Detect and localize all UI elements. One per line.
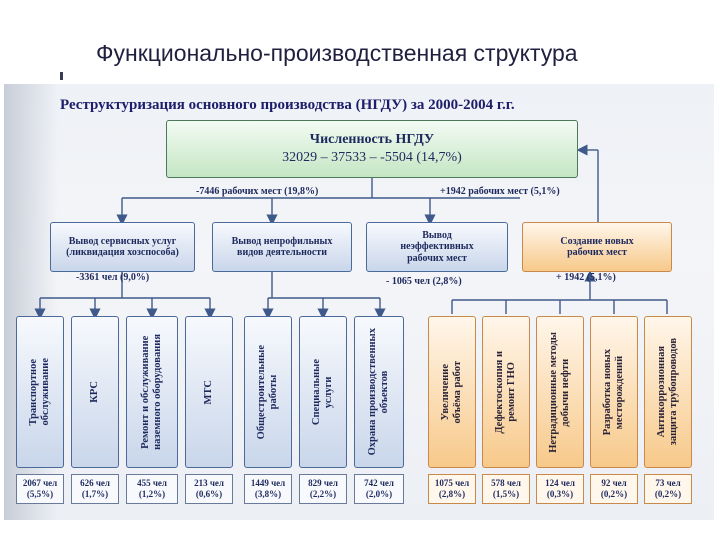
diagram-subtitle: Реструктуризация основного производства … (60, 97, 515, 113)
mid-box-line: видов деятельности (237, 247, 327, 258)
headcount-title: Численность НГДУ (309, 131, 435, 147)
mid-box-line: Вывод непрофильных (231, 235, 333, 247)
column-label: объектов (379, 370, 390, 414)
column-count: 1075 чел(2,8%) (428, 474, 476, 504)
mid-box-line: (ликвидация хозспособа) (66, 247, 179, 258)
headcount-values: 32029 – 37533 – -5504 (14,7%) (282, 150, 462, 165)
column-label: обслуживание (40, 358, 51, 426)
mid-box-inefficient: Вывод неэффективных рабочих мест (366, 222, 508, 272)
mid-box-service: Вывод сервисных услуг (ликвидация хозспо… (50, 222, 195, 272)
mid-box-noncore: Вывод непрофильных видов деятельности (212, 222, 352, 272)
column-count: 1449 чел(3,8%) (244, 474, 292, 504)
mid-box-new-jobs: Создание новых рабочих мест (522, 222, 672, 272)
column-label: Общестроительные (255, 344, 267, 440)
headcount-box: Численность НГДУ 32029 – 37533 – -5504 (… (166, 120, 578, 178)
mid-stat-inefficient: - 1065 чел (2,8%) (386, 276, 462, 287)
column-count: 73 чел(0,2%) (644, 474, 692, 504)
column-label: КРС (88, 381, 100, 403)
column-label: услуги (323, 376, 334, 408)
column-count: 578 чел(1,5%) (482, 474, 530, 504)
column-count: 455 чел(1,2%) (126, 474, 178, 504)
reduction-label: -7446 рабочих мест (19,8%) (196, 186, 319, 197)
column-label: Нетрадиционные методы (547, 331, 559, 453)
slide-title: Функционально-производственная структура (96, 40, 578, 66)
mid-box-line: рабочих мест (407, 252, 467, 264)
column-count: 626 чел(1,7%) (71, 474, 119, 504)
column-label: месторождений (614, 355, 625, 429)
column-mts: МТС (185, 316, 233, 468)
column-label: защита трубопроводов (668, 338, 679, 446)
column-label: Транспортное (27, 358, 39, 426)
column-krs: КРС (71, 316, 119, 468)
column-label: Специальные (310, 358, 322, 426)
column-label: Ремонт и обслуживание (139, 335, 151, 449)
column-label: добычи нефти (560, 358, 571, 426)
mid-stat-new-jobs: + 1942 (5,1%) (556, 272, 616, 283)
mid-box-line: неэффективных (400, 241, 474, 253)
mid-box-line: Создание новых (560, 235, 634, 247)
column-label: Разработка новых (601, 348, 613, 436)
increase-label: +1942 рабочих мест (5,1%) (440, 186, 560, 197)
column-label: объёма работ (452, 360, 463, 424)
column-count: 124 чел(0,3%) (536, 474, 584, 504)
column-count: 92 чел(0,2%) (590, 474, 638, 504)
column-label: Антикоррозионная (655, 346, 667, 438)
column-count: 2067 чел(5,5%) (16, 474, 64, 504)
column-count: 742 чел(2,0%) (354, 474, 404, 504)
column-label: МТС (202, 379, 214, 405)
mid-box-line: рабочих мест (567, 247, 627, 258)
column-label: Увеличение (439, 363, 451, 421)
bullet-marker (60, 72, 63, 80)
mid-stat-service: -3361 чел (9,0%) (76, 272, 150, 283)
column-label: Дефектоскопия и (493, 350, 505, 434)
mid-box-line: Вывод (422, 229, 452, 241)
column-count: 213 чел(0,6%) (185, 474, 233, 504)
column-count: 829 чел(2,2%) (299, 474, 347, 504)
column-label: ремонт ГНО (506, 362, 517, 422)
mid-box-line: Вывод сервисных услуг (68, 235, 177, 247)
column-label: работы (268, 374, 279, 410)
column-label: наземного оборудования (152, 334, 163, 450)
column-label: Охрана производственных (366, 328, 378, 456)
